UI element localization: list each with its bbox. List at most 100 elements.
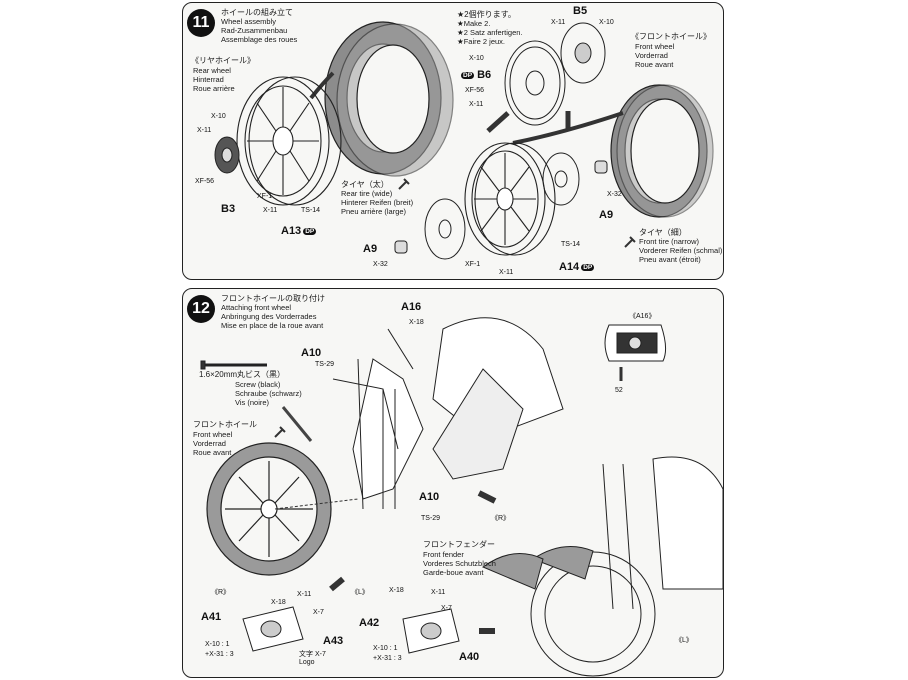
- make2-jp: ★2個作ります。: [457, 10, 516, 19]
- rear-wheel-jp: 《リヤホイール》: [191, 56, 255, 65]
- front-disc-right-drawing: [542, 152, 580, 206]
- rear-sprocket-drawing: [214, 136, 240, 174]
- step-11-illustration: [214, 21, 714, 260]
- front-wheel-12-en: Front wheel: [193, 430, 233, 439]
- cement-tube-icon-12: [274, 426, 286, 438]
- part-x18-l: X-18: [389, 587, 404, 594]
- rear-tire-drawing: [324, 21, 454, 177]
- front-tire-jp: タイヤ（細）: [639, 228, 687, 237]
- part-x11-l: X-11: [431, 589, 446, 596]
- part-xf1-front: XF-1: [465, 261, 481, 268]
- part-x10-rear: X-10: [211, 113, 226, 120]
- side-label-r-mid: 《R》: [491, 515, 511, 522]
- part-x18-r: X-18: [271, 599, 286, 606]
- side-label-l-assembled: 《L》: [675, 637, 693, 644]
- screw-size: 1.6×20mm丸ビス（黒）: [199, 370, 286, 379]
- front-tire-fr: Pneu avant (étroit): [639, 255, 701, 264]
- part-a10-top: A10: [301, 347, 322, 359]
- part-b6: DP B6: [461, 69, 492, 81]
- step-11-number: 11: [187, 9, 215, 37]
- assembled-front-drawing: [481, 456, 723, 677]
- step-12-illustration: [200, 317, 723, 677]
- part-a9-rear: A9: [363, 243, 378, 255]
- rear-tire-de: Hinterer Reifen (breit): [341, 198, 414, 207]
- make2-de: ★2 Satz anfertigen.: [457, 28, 523, 37]
- cement-tube-icon: [398, 178, 410, 190]
- part-a41: A41: [201, 611, 222, 623]
- part-x7-r: X-7: [313, 609, 324, 616]
- part-x18-top: X-18: [409, 319, 424, 326]
- part-x7-l: X-7: [441, 605, 452, 612]
- front-tire-en: Front tire (narrow): [639, 237, 700, 246]
- part-x11-front-c: X-11: [499, 269, 514, 276]
- brake-disc-drawing: [504, 40, 566, 126]
- decal-52: 52: [615, 387, 623, 394]
- part-a10-bottom: A10: [419, 491, 440, 503]
- logo-en-label: Logo: [299, 659, 315, 666]
- part-ts29-bottom: TS-29: [421, 515, 441, 522]
- step-11-title-fr: Assemblage des roues: [221, 35, 298, 44]
- dp-paint-badge-a14: DP: [581, 264, 595, 271]
- screw-fr: Vis (noire): [235, 398, 270, 407]
- assembly-arrow-1: [486, 111, 510, 133]
- part-x11-rear-b: X-11: [263, 207, 278, 214]
- screw-de: Schraube (schwarz): [235, 389, 302, 398]
- mix-ratio-l-2: +X-31 : 3: [373, 655, 402, 662]
- arrow-r-caliper: [329, 576, 345, 592]
- rear-tire-en: Rear tire (wide): [341, 189, 393, 198]
- caliper-l-drawing: [402, 608, 460, 654]
- step-12-panel: 12 フロントホイールの取り付け Attaching front wheel A…: [182, 288, 724, 678]
- mix-ratio-l-1: X-10 : 1: [373, 645, 398, 652]
- part-x11-front-b: X-11: [469, 101, 484, 108]
- mix-ratio-r-1: X-10 : 1: [205, 641, 230, 648]
- front-wheel-12-de: Vorderrad: [193, 439, 226, 448]
- side-label-r: 《R》: [211, 589, 231, 596]
- part-ts14-rear: TS-14: [301, 207, 321, 214]
- part-x32-rear: X-32: [373, 261, 388, 268]
- front-wheel-jp: 《フロントホイール》: [631, 32, 711, 41]
- hub-b5-drawing: [560, 22, 606, 84]
- cement-tube-icon-front: [624, 236, 636, 248]
- front-tire-arrow: [512, 111, 624, 145]
- front-wheel-fr: Roue avant: [635, 60, 674, 69]
- part-ts14-front: TS-14: [561, 241, 581, 248]
- part-a40: A40: [459, 651, 480, 663]
- front-fender-de: Vorderes Schutzblech: [423, 559, 496, 568]
- step-11-panel: 11 ホイールの組み立て Wheel assembly Rad-Zusammen…: [182, 2, 724, 280]
- rear-wheel-drawing: [236, 76, 342, 206]
- make2-fr: ★Faire 2 jeux.: [457, 37, 505, 46]
- motorcycle-front-drawing: [332, 317, 564, 510]
- arrow-r-to-fork: [477, 490, 497, 504]
- part-ts29-top: TS-29: [315, 361, 335, 368]
- inset-label-a16: 《A16》: [629, 313, 656, 320]
- part-xf1-rear: XF-1: [257, 193, 273, 200]
- part-a42: A42: [359, 617, 380, 629]
- axle-drawing: [281, 406, 313, 442]
- step-11-title-jp: ホイールの組み立て: [221, 8, 293, 17]
- rear-wheel-de: Hinterrad: [193, 75, 224, 84]
- rear-tire-jp: タイヤ（太）: [341, 180, 389, 189]
- meter-a16-drawing: [604, 324, 667, 362]
- front-disc-left-drawing: [424, 198, 466, 260]
- step-11-title-de: Rad-Zusammenbau: [221, 26, 288, 35]
- part-x11-r: X-11: [297, 591, 312, 598]
- part-x11-front-a: X-11: [551, 19, 566, 26]
- part-a16: A16: [401, 301, 422, 313]
- front-wheel-drawing: [464, 142, 556, 256]
- step-12-number: 12: [187, 295, 215, 323]
- collar-a9-drawing: [394, 160, 608, 254]
- rear-tire-fr: Pneu arrière (large): [341, 207, 407, 216]
- step-12-title-fr: Mise en place de la roue avant: [221, 321, 324, 330]
- step-12-title-en: Attaching front wheel: [221, 303, 292, 312]
- side-label-l: 《L》: [351, 589, 369, 596]
- step-12-title-de: Anbringung des Vorderrades: [221, 312, 317, 321]
- part-xf56-rear: XF-56: [195, 178, 215, 185]
- dp-paint-badge: DP: [303, 228, 317, 235]
- rear-wheel-fr: Roue arrière: [193, 84, 235, 93]
- front-fender-fr: Garde-boue avant: [423, 568, 484, 577]
- rear-tire-arrow: [309, 71, 335, 100]
- front-wheel-12-jp: フロントホイール: [193, 420, 257, 429]
- front-tire-de: Vorderer Reifen (schmal): [639, 246, 723, 255]
